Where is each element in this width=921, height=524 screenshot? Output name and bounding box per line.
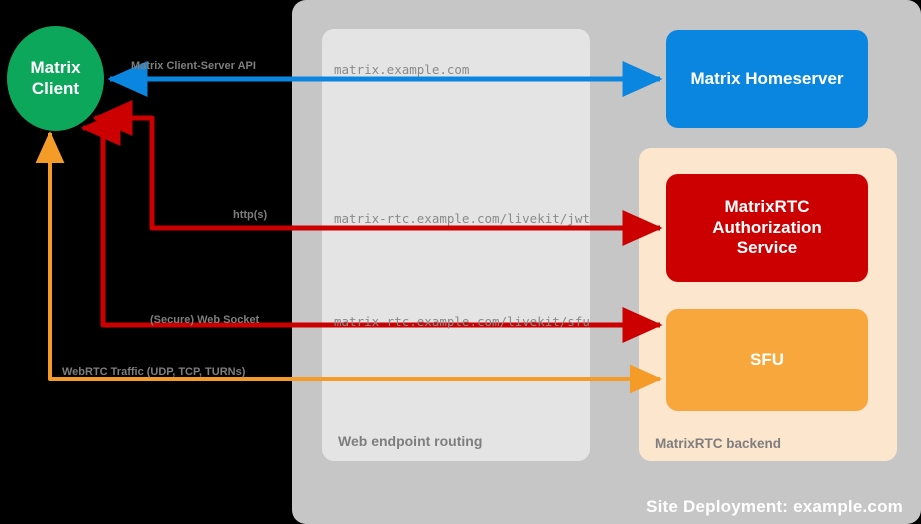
node-sfu[interactable]: SFU bbox=[666, 309, 868, 411]
auth-label-line1: MatrixRTC bbox=[724, 197, 810, 217]
matrixrtc-backend-label: MatrixRTC backend bbox=[655, 436, 782, 451]
sfu-label: SFU bbox=[750, 349, 784, 369]
edge-label-https: http(s) bbox=[233, 209, 268, 221]
auth-label-line2: Authorization bbox=[712, 217, 822, 237]
endpoint-label-matrix-example-com: matrix.example.com bbox=[334, 62, 470, 77]
endpoint-label-livekit-sfu: matrix-rtc.example.com/livekit/sfu bbox=[334, 314, 590, 329]
edge-label-webrtc-traffic: WebRTC Traffic (UDP, TCP, TURNs) bbox=[62, 366, 246, 378]
edge-label-secure-websocket: (Secure) Web Socket bbox=[150, 314, 260, 326]
web-endpoint-routing-label: Web endpoint routing bbox=[338, 433, 483, 449]
matrix-homeserver-label: Matrix Homeserver bbox=[690, 68, 844, 88]
auth-label-line3: Service bbox=[736, 238, 798, 258]
site-deployment-title: Site Deployment: example.com bbox=[646, 497, 903, 516]
endpoint-label-livekit-jwt: matrix-rtc.example.com/livekit/jwt bbox=[334, 211, 590, 226]
matrix-client-label-line1: Matrix bbox=[30, 58, 81, 78]
node-matrix-homeserver[interactable]: Matrix Homeserver bbox=[666, 30, 868, 128]
edge-label-client-server-api: Matrix Client-Server API bbox=[131, 60, 256, 72]
matrix-client-label-line2: Client bbox=[31, 78, 80, 98]
node-matrix-client[interactable]: Matrix Client bbox=[7, 26, 104, 131]
web-endpoint-routing-panel: Web endpoint routing bbox=[322, 29, 590, 461]
node-matrixrtc-authorization-service[interactable]: MatrixRTC Authorization Service bbox=[666, 174, 868, 282]
